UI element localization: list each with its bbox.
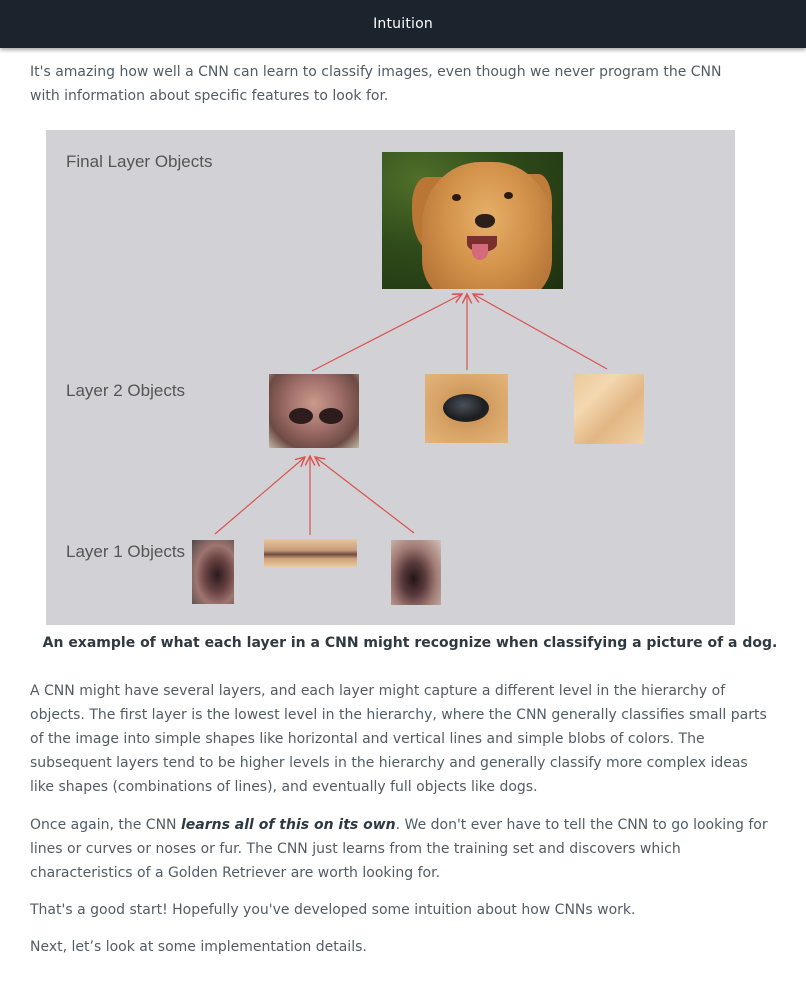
top-header: Intuition — [0, 0, 806, 48]
eye-patch — [425, 374, 508, 443]
layer1-nostril-patch-a — [192, 540, 234, 604]
layer1-eyelid-patch — [264, 539, 357, 567]
final-layer-label: Final Layer Objects — [66, 152, 213, 171]
hierarchy-arrows — [214, 130, 608, 535]
arrow-fur-to-dog — [473, 294, 608, 370]
good-start-paragraph: That's a good start! Hopefully you've de… — [30, 902, 636, 918]
arrow-nose-to-dog — [311, 294, 462, 372]
dog-photo — [382, 152, 563, 289]
layer2-label: Layer 2 Objects — [66, 381, 186, 400]
figure-caption: An example of what each layer in a CNN m… — [42, 635, 778, 651]
intro-paragraph: It's amazing how well a CNN can learn to… — [30, 64, 722, 104]
learns-paragraph: Once again, the CNN learns all of this o… — [30, 817, 768, 881]
emphasis-text: learns all of this on its own — [180, 817, 396, 833]
layers-paragraph: A CNN might have several layers, and eac… — [30, 683, 767, 795]
cnn-layers-figure: Final Layer Objects Layer 2 Objects Laye… — [46, 130, 735, 625]
layer1-label: Layer 1 Objects — [66, 542, 186, 561]
layer1-nostril-patch-b — [391, 540, 441, 605]
fur-patch — [574, 374, 644, 444]
page-title: Intuition — [373, 16, 433, 32]
arrow-l1c-to-nose — [315, 457, 415, 534]
nose-patch — [269, 374, 359, 448]
next-paragraph: Next, let’s look at some implementation … — [30, 939, 367, 955]
arrow-l1a-to-nose — [214, 457, 305, 535]
